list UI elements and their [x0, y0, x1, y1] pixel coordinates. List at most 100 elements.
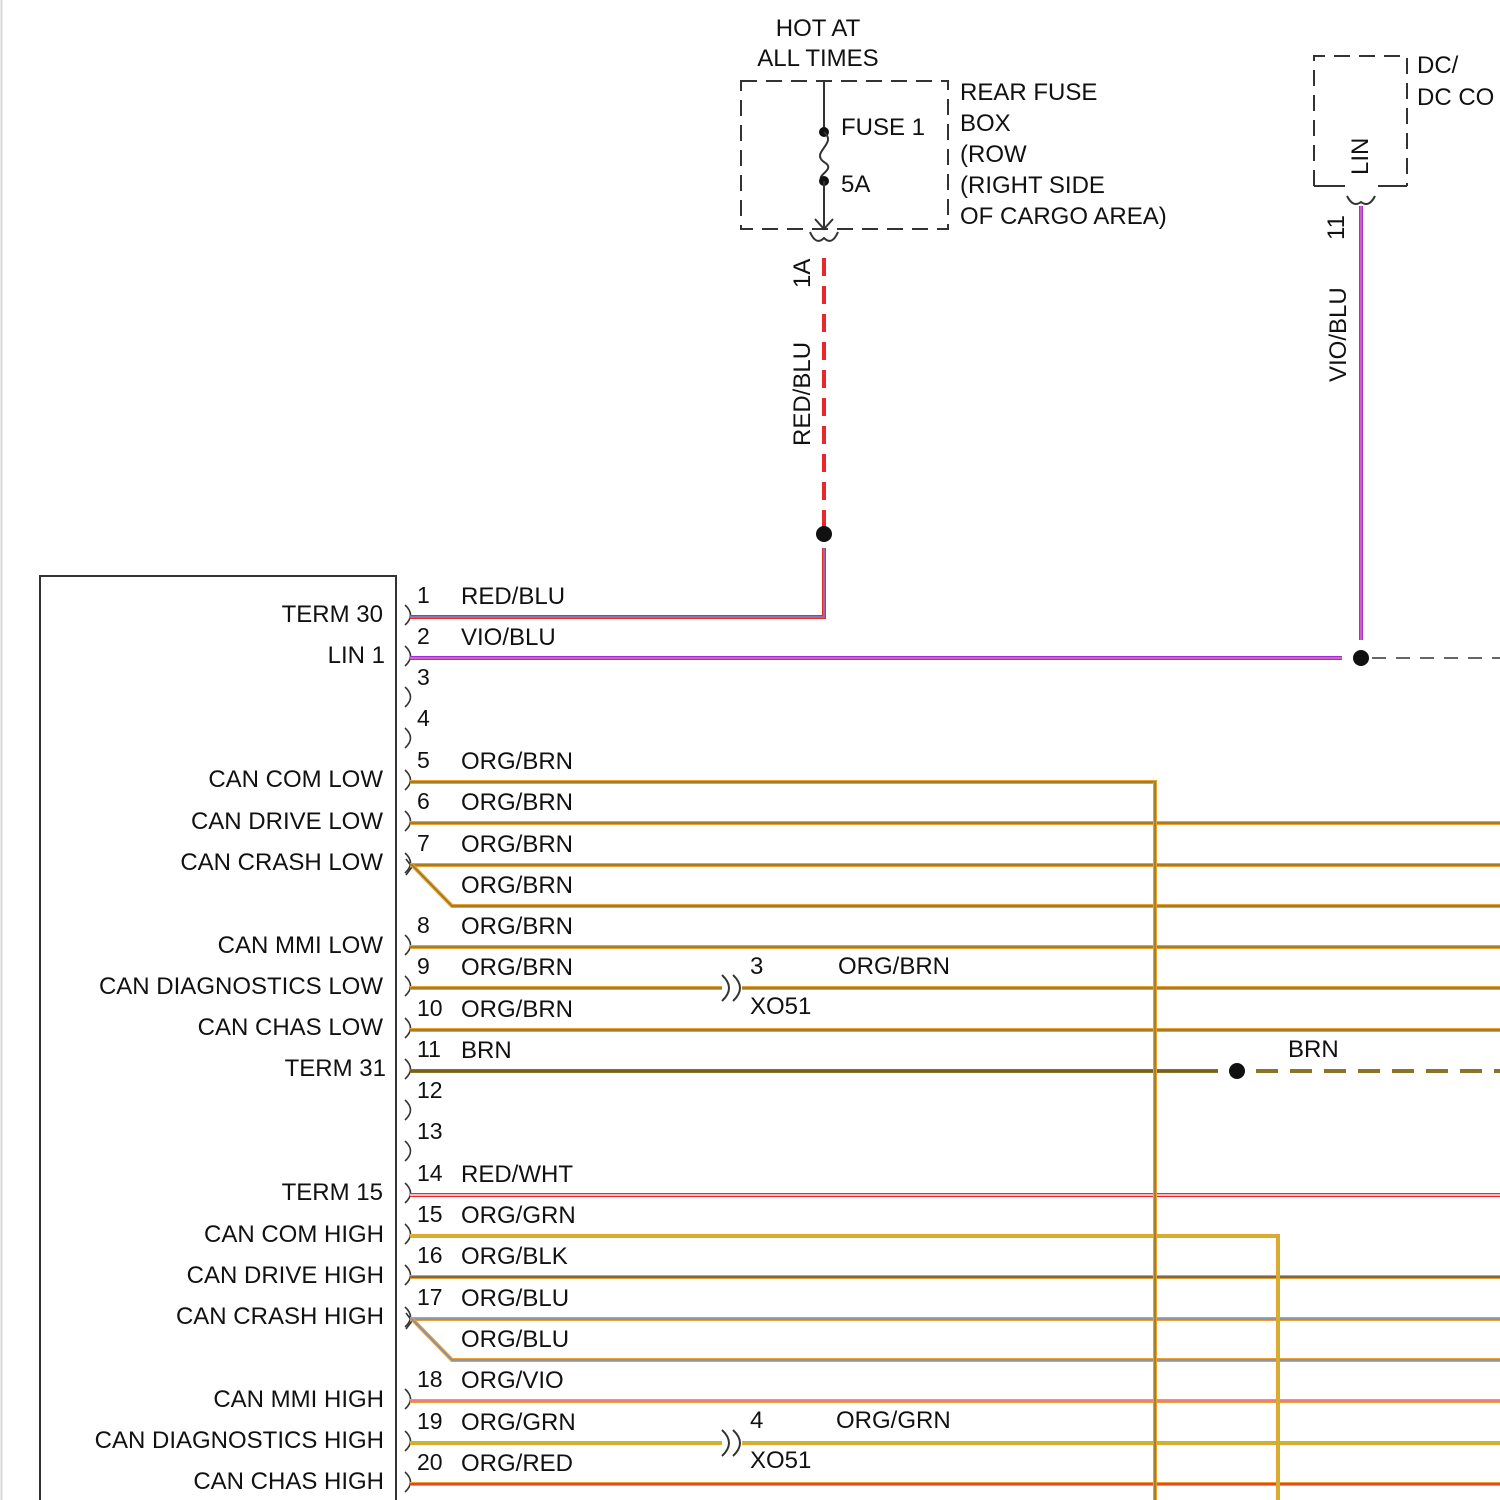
fuse-box-name-line3: (ROW — [960, 141, 1027, 168]
module-label: CAN MMI HIGH — [213, 1386, 384, 1413]
rear-fuse-box: HOT AT ALL TIMES FUSE 1 5A REAR FUSE BOX… — [741, 15, 1167, 446]
wire-color-label: ORG/GRN — [461, 1202, 576, 1229]
dc-module-wire-color: VIO/BLU — [1325, 287, 1352, 382]
pin-number: 10 — [417, 995, 443, 1021]
pin-number: 7 — [417, 830, 430, 856]
pin-connector-icon — [405, 605, 411, 625]
module-label: CAN DRIVE HIGH — [187, 1262, 384, 1289]
wire-color-label: BRN — [461, 1037, 512, 1064]
pin-number: 9 — [417, 953, 430, 979]
inline-connector-xo51-pin4: 4 XO51 ORG/GRN — [722, 1407, 951, 1474]
pin-number: 4 — [417, 705, 430, 731]
splice-dot — [816, 526, 832, 542]
pin-connector-icon — [405, 646, 411, 666]
wire-color-label: RED/WHT — [461, 1161, 573, 1188]
module-label: CAN CHAS LOW — [198, 1014, 384, 1041]
module-label: CAN CRASH LOW — [180, 849, 383, 876]
fuse-box-name-line4: (RIGHT SIDE — [960, 172, 1105, 199]
wire-color-label: ORG/BRN — [461, 996, 573, 1023]
module-label: TERM 15 — [282, 1179, 383, 1206]
dc-module-lin-label: LIN — [1347, 138, 1374, 175]
wire-color-label: ORG/VIO — [461, 1367, 564, 1394]
wire-color-label: ORG/BRN — [461, 748, 573, 775]
wire-color-label: ORG/GRN — [461, 1409, 576, 1436]
wire-color-label: ORG/BRN — [461, 913, 573, 940]
pin-connector-icon — [405, 1265, 411, 1285]
pin-connector-icon — [405, 1059, 411, 1079]
module-label: CAN MMI LOW — [218, 932, 384, 959]
pin-number: 3 — [417, 664, 430, 690]
inline-connector-icon — [722, 1430, 740, 1456]
fuse-box-outline — [741, 81, 948, 229]
fuse-icon — [820, 132, 828, 181]
module-label: CAN DRIVE LOW — [191, 808, 383, 835]
wire-pin7b-org-brn — [412, 865, 1500, 906]
wire-color-label: RED/BLU — [461, 583, 565, 610]
pin-connector-icon — [405, 770, 411, 790]
pin-connector-icon — [405, 976, 411, 996]
pin-connector-icon — [405, 1100, 411, 1120]
pin-number: 19 — [417, 1408, 443, 1434]
splice-dot — [1229, 1063, 1245, 1079]
hot-at-all-times-line1: HOT AT — [776, 15, 861, 42]
dc-module-pin: 11 — [1323, 215, 1350, 240]
dc-module-connector-icon — [1347, 196, 1375, 204]
dc-module-name-line2: DC CO — [1417, 84, 1494, 111]
pin-number: 14 — [417, 1160, 443, 1186]
connector-wire-color: ORG/BRN — [838, 953, 950, 980]
pin-number: 8 — [417, 912, 430, 938]
connector-pin: 4 — [750, 1407, 763, 1434]
pin-number: 12 — [417, 1077, 443, 1103]
pin-number: 15 — [417, 1201, 443, 1227]
pin-number: 13 — [417, 1118, 443, 1144]
pin-connector-icon — [405, 1472, 411, 1492]
pin-number: 2 — [417, 623, 430, 649]
pin-connector-icon — [405, 811, 411, 831]
connector-pin: 3 — [750, 953, 763, 980]
wire-color-label: ORG/BRN — [461, 872, 573, 899]
pin-number: 1 — [417, 582, 430, 608]
wire-color-label: ORG/BLU — [461, 1326, 569, 1353]
module-label: CAN CRASH HIGH — [176, 1303, 384, 1330]
wire-color-label: ORG/BLK — [461, 1243, 568, 1270]
fuse-name: FUSE 1 — [841, 114, 925, 141]
fuse-box-connector-icon — [810, 232, 838, 241]
fuse-box-name-line5: OF CARGO AREA) — [960, 203, 1167, 230]
pin-number: 20 — [417, 1449, 443, 1475]
ground-wire-color: BRN — [1288, 1036, 1339, 1063]
module-pin-connectors — [405, 605, 412, 1492]
connector-name: XO51 — [750, 993, 811, 1020]
pin-connector-icon — [405, 1224, 411, 1244]
pin-connector-icon — [405, 1183, 411, 1203]
fuse-output-pin: 1A — [789, 259, 816, 288]
hot-at-all-times-line2: ALL TIMES — [757, 45, 878, 72]
module-label: CAN COM LOW — [208, 766, 383, 793]
pin-number: 17 — [417, 1284, 443, 1310]
fuse-box-name-line1: REAR FUSE — [960, 79, 1097, 106]
dc-module-name-line1: DC/ — [1417, 52, 1459, 79]
pin-connector-icon — [405, 687, 411, 707]
wire-color-label: ORG/BLU — [461, 1285, 569, 1312]
pin-connector-icon — [405, 728, 411, 748]
fuse-box-name-line2: BOX — [960, 110, 1011, 137]
wire-color-label: ORG/BRN — [461, 789, 573, 816]
wire-color-label: VIO/BLU — [461, 624, 556, 651]
pin-connector-icon — [405, 935, 411, 955]
pin-number: 11 — [417, 1036, 441, 1062]
wire-color-label: ORG/RED — [461, 1450, 573, 1477]
wires — [410, 206, 1500, 1500]
fuse-output-wire-color: RED/BLU — [789, 342, 816, 446]
wire-pin17b-org-blu — [412, 1319, 1500, 1360]
inline-connector-icon — [722, 975, 740, 1001]
pin-number: 6 — [417, 788, 430, 814]
wire-color-label: ORG/BRN — [461, 954, 573, 981]
pin-number: 16 — [417, 1242, 443, 1268]
pin-connector-icon — [405, 1141, 411, 1161]
module-label: CAN DIAGNOSTICS LOW — [99, 973, 383, 1000]
connector-name: XO51 — [750, 1447, 811, 1474]
module-label: TERM 31 — [285, 1055, 386, 1082]
pin-connector-icon — [405, 1018, 411, 1038]
module-label: CAN CHAS HIGH — [193, 1468, 384, 1495]
